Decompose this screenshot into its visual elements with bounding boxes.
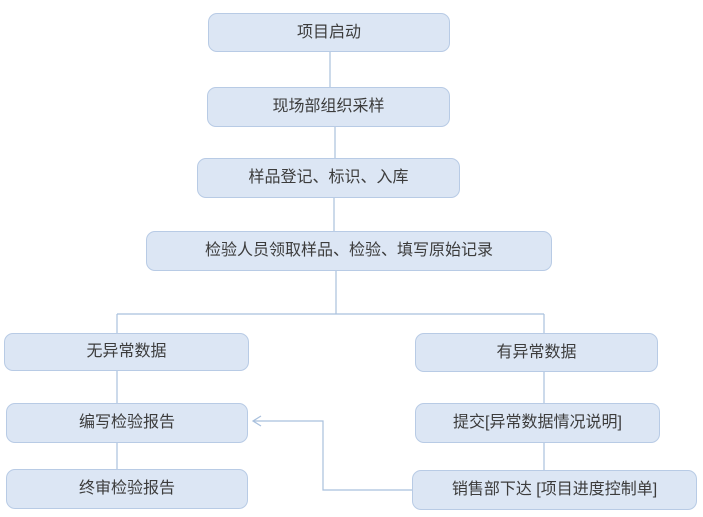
node-label: 样品登记、标识、入库 <box>248 169 409 186</box>
node-label: 销售部下达 [项目进度控制单] <box>451 481 658 498</box>
node-site-sampling: 现场部组织采样 <box>207 87 450 127</box>
node-sales-control-sheet: 销售部下达 [项目进度控制单] <box>412 470 697 510</box>
node-write-report: 编写检验报告 <box>6 403 248 443</box>
node-label: 现场部组织采样 <box>272 98 385 115</box>
node-label: 提交[异常数据情况说明] <box>453 414 622 431</box>
node-inspection-record: 检验人员领取样品、检验、填写原始记录 <box>146 231 552 271</box>
node-label: 编写检验报告 <box>78 414 175 431</box>
node-label: 项目启动 <box>296 23 361 41</box>
node-label: 有异常数据 <box>496 343 577 361</box>
node-final-review: 终审检验报告 <box>6 469 248 509</box>
node-abnormal-data: 有异常数据 <box>415 333 658 372</box>
node-label: 无异常数据 <box>86 343 167 360</box>
node-project-start: 项目启动 <box>208 13 450 52</box>
node-label: 检验人员领取样品、检验、填写原始记录 <box>204 242 493 259</box>
node-sample-registration: 样品登记、标识、入库 <box>197 158 460 198</box>
node-no-abnormal-data: 无异常数据 <box>4 333 249 371</box>
node-label: 终审检验报告 <box>78 480 175 497</box>
node-submit-explanation: 提交[异常数据情况说明] <box>415 403 660 443</box>
arrowhead <box>251 415 262 427</box>
feedback-connector-sales-to-write-report <box>254 420 412 491</box>
